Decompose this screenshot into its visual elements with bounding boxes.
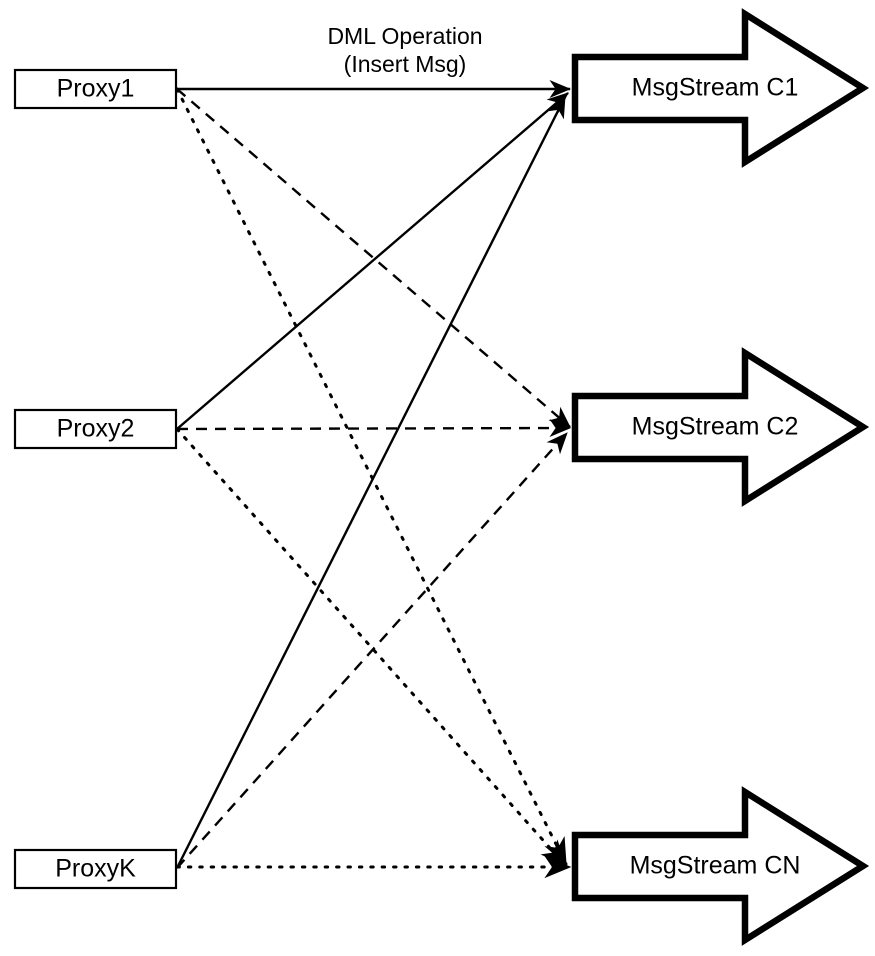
proxyk-label: ProxyK bbox=[55, 855, 136, 883]
proxy-node-proxy1[interactable]: Proxy1 bbox=[13, 68, 178, 110]
proxyk-box[interactable] bbox=[13, 848, 178, 890]
edge-proxy2-to-msgstream-c1 bbox=[176, 92, 569, 430]
dml-operation-line1: DML Operation bbox=[327, 23, 482, 49]
msgstream-c1-block-arrow[interactable] bbox=[571, 8, 870, 168]
edge-proxyk-to-msgstream-c1 bbox=[175, 96, 567, 869]
edge-proxy1-to-msgstream-c2 bbox=[176, 88, 571, 428]
proxy2-box[interactable] bbox=[13, 408, 178, 450]
edge-proxy1-to-msgstream-cn bbox=[175, 87, 568, 866]
proxy2-label: Proxy2 bbox=[57, 415, 135, 443]
edge-layer bbox=[175, 80, 572, 879]
proxy1-label: Proxy1 bbox=[57, 75, 135, 103]
msgstream-c1-label: MsgStream C1 bbox=[632, 74, 799, 102]
msgstream-c2-label: MsgStream C2 bbox=[632, 413, 799, 441]
proxy1-box[interactable] bbox=[13, 68, 178, 110]
proxy-node-proxyk[interactable]: ProxyK bbox=[13, 848, 178, 890]
msgstream-node-c2[interactable]: MsgStream C2 bbox=[571, 347, 870, 507]
msgstream-c2-block-arrow[interactable] bbox=[571, 347, 870, 507]
edge-proxyk-to-msgstream-c2 bbox=[176, 432, 568, 869]
edge-proxy2-to-msgstream-cn bbox=[175, 427, 568, 868]
msgstream-cn-block-arrow[interactable] bbox=[571, 786, 870, 946]
dml-operation-line2: (Insert Msg) bbox=[344, 51, 467, 77]
annotation-dml-operation: DML Operation (Insert Msg) bbox=[327, 23, 482, 77]
msgstream-cn-label: MsgStream CN bbox=[630, 852, 801, 880]
msgstream-node-c1[interactable]: MsgStream C1 bbox=[571, 8, 870, 168]
proxy-node-proxy2[interactable]: Proxy2 bbox=[13, 408, 178, 450]
msgstream-node-cn[interactable]: MsgStream CN bbox=[571, 786, 870, 946]
edge-proxy2-to-msgstream-c2 bbox=[176, 419, 572, 438]
